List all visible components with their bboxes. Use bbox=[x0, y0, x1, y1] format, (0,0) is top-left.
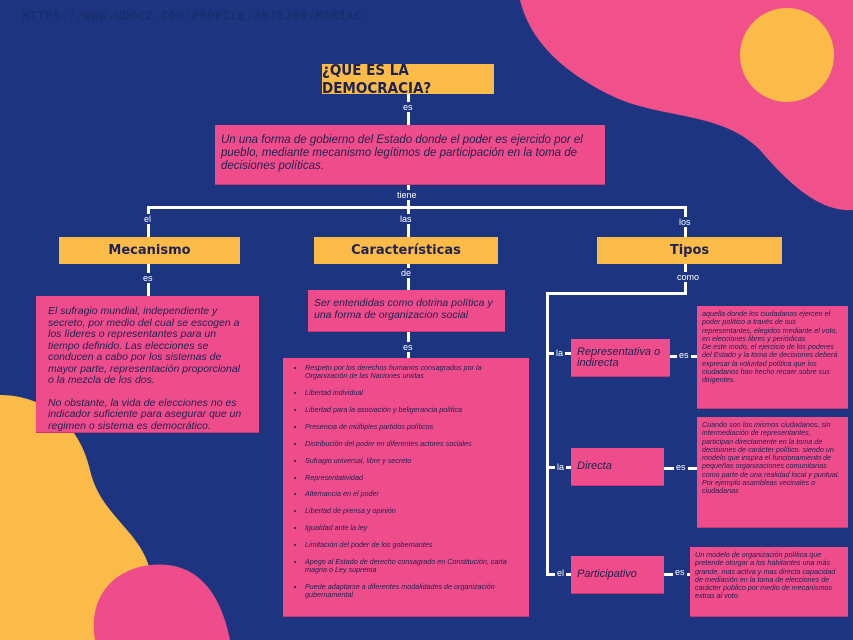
branch-horizontal-line bbox=[147, 206, 687, 209]
heading-tipos: Tipos bbox=[597, 237, 782, 264]
connector-es-top: es bbox=[401, 102, 415, 112]
connector-el-participativo: el bbox=[555, 568, 567, 578]
bottom-left-yellow-blob bbox=[0, 395, 152, 640]
caracteristicas-list-box: Respeto por los derechos humanos consagr… bbox=[283, 358, 529, 617]
bottom-left-pink-blob bbox=[93, 564, 230, 640]
connector-es-mecanismo: es bbox=[141, 273, 155, 283]
list-item: Respeto por los derechos humanos consagr… bbox=[305, 363, 521, 380]
watermark-url: HTTPS://WWW.UDOCZ.COM/PROFILE/3975209/MA… bbox=[22, 9, 362, 23]
list-item: Distribución del poder en diferentes act… bbox=[305, 439, 521, 448]
connector-de: de bbox=[399, 268, 414, 278]
connector-las: las bbox=[398, 214, 414, 224]
connector-es-representativa: es bbox=[677, 350, 691, 360]
heading-caracteristicas: Características bbox=[314, 237, 498, 264]
caracteristicas-list: Respeto por los derechos humanos consagr… bbox=[291, 363, 521, 600]
description-representativa: aquella donde los ciudadanos ejercen el … bbox=[697, 306, 848, 409]
list-item: Apego al Estado de derecho consagrado en… bbox=[305, 557, 521, 574]
list-item: Igualdad ante la ley bbox=[305, 524, 521, 532]
list-item: Presencia de múltiples partidos político… bbox=[305, 422, 521, 431]
list-item: Sufragio universal, libre y secreto bbox=[305, 456, 521, 465]
connector-como: como bbox=[675, 272, 702, 282]
heading-mecanismo: Mecanismo bbox=[59, 237, 240, 264]
type-participativo: Participativo bbox=[571, 556, 664, 594]
top-right-yellow-circle bbox=[740, 8, 834, 102]
list-item: Alternancia en el poder bbox=[305, 490, 521, 498]
connector-es-directa: es bbox=[674, 462, 688, 472]
connector-la-representativa: la bbox=[554, 348, 566, 358]
list-item: Libertad individual bbox=[305, 388, 521, 397]
mecanismo-box: El sufragio mundial, independiente y sec… bbox=[36, 296, 259, 433]
list-item: Puede adaptarse a diferentes modalidades… bbox=[305, 582, 521, 599]
type-directa: Directa bbox=[571, 448, 664, 486]
connector-el: el bbox=[142, 214, 154, 224]
type-representativa: Representativa o indirecta bbox=[571, 339, 670, 377]
connector-tiene: tiene bbox=[395, 190, 419, 200]
description-participativo: Un modelo de organización política que p… bbox=[690, 547, 848, 617]
map-title: ¿QUE ES LA DEMOCRACIA? bbox=[322, 61, 494, 97]
list-item: Libertad para la asociación y beligeranc… bbox=[305, 405, 521, 414]
tipos-vertical-line bbox=[546, 292, 549, 575]
description-directa: Cuando son los mismos ciudadanos, sin in… bbox=[697, 417, 848, 528]
list-item: Representatividad bbox=[305, 473, 521, 482]
tipos-horizontal-line bbox=[546, 292, 687, 295]
definition-box: Un una forma de gobierno del Estado dond… bbox=[215, 125, 605, 185]
connector-los: los bbox=[677, 217, 693, 227]
mecanismo-paragraph-1: El sufragio mundial, independiente y sec… bbox=[48, 305, 241, 386]
mecanismo-paragraph-2: No obstante, la vida de elecciones no es… bbox=[48, 396, 242, 432]
connector-es-caracteristicas: es bbox=[401, 342, 415, 352]
connector-es-participativo: es bbox=[673, 567, 687, 577]
connector-la-directa: la bbox=[555, 462, 567, 472]
list-item: Libertad de prensa y opinión bbox=[305, 507, 521, 515]
caracteristicas-intro-box: Ser entendidas como dotrina política y u… bbox=[308, 290, 505, 332]
list-item: Limitación del poder de los gobernantes bbox=[305, 540, 521, 549]
